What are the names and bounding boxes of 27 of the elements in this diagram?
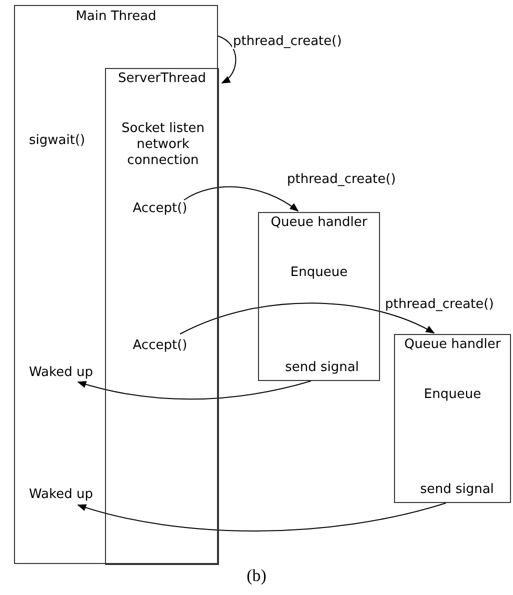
box-title: ServerThread [116,71,208,87]
function-call-label: sigwait() [28,133,86,148]
box-text: Enqueue [422,387,482,403]
thread-box [14,5,218,564]
arrow [218,36,236,84]
handler-box [258,212,380,381]
box-title: Queue handler [403,337,502,353]
arrow [184,186,299,212]
box-text: Socket listen network connection [120,121,206,169]
status-text: send signal [277,360,367,377]
caption: (b) [246,566,268,586]
function-call-label: Accept() [130,338,190,355]
arrow [77,502,446,532]
handler-box [394,334,511,503]
arrow [77,380,312,400]
arrow [180,302,435,334]
status-text: Waked up [23,365,99,382]
box-title: Queue handler [270,215,368,231]
box-text: Enqueue [289,265,349,281]
function-call-label: Accept() [130,201,190,218]
status-text: Waked up [23,487,99,504]
thread-box [105,68,219,565]
edge-label: pthread_create() [286,172,397,187]
edge-label: pthread_create() [232,34,343,49]
edge-label: pthread_create() [384,297,495,312]
box-title: Main Thread [74,9,158,25]
status-text: send signal [412,482,502,499]
